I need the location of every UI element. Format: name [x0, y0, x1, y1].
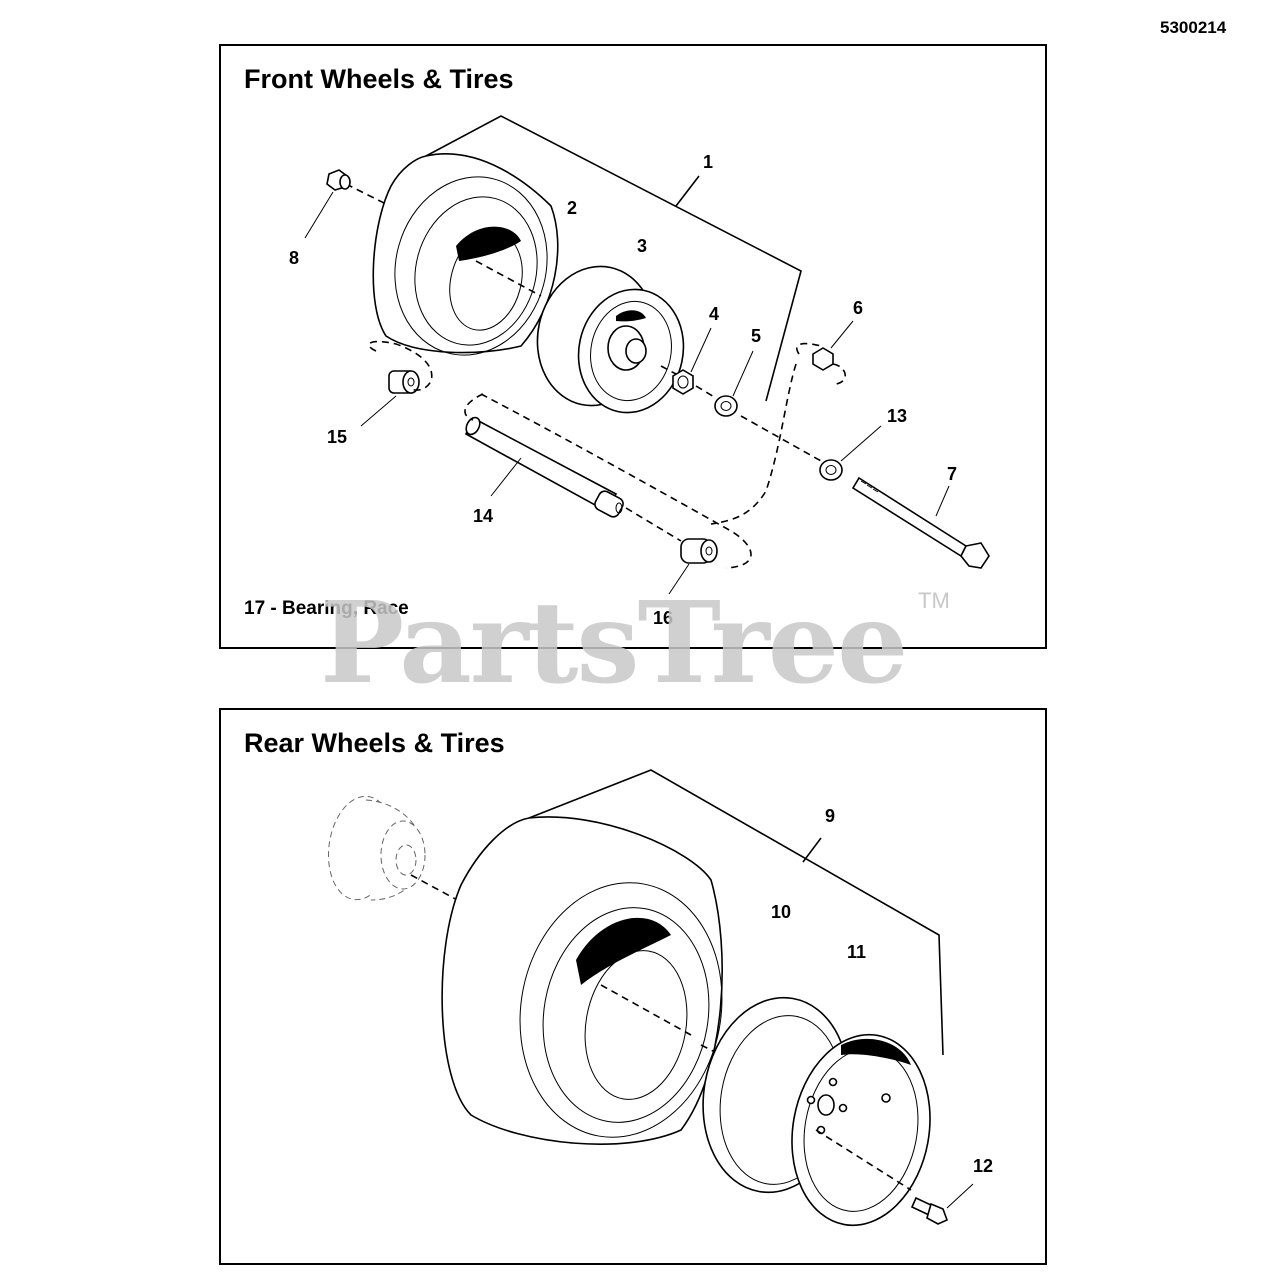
front-tire — [372, 153, 559, 356]
front-wheels-panel: Front Wheels & Tires — [219, 44, 1047, 649]
rear-panel-title: Rear Wheels & Tires — [244, 728, 505, 758]
callout-2: 2 — [567, 198, 577, 218]
front-rim — [536, 265, 685, 414]
callout-10: 10 — [771, 902, 791, 922]
bearing-race-note: 17 - Bearing, Race — [244, 598, 409, 619]
callout-1: 1 — [703, 152, 713, 172]
callout-4: 4 — [709, 304, 719, 324]
rear-wheels-panel: Rear Wheels & Tires — [219, 708, 1047, 1265]
callout-14: 14 — [473, 506, 493, 526]
callout-8: 8 — [289, 248, 299, 268]
front-bearing-15 — [388, 370, 420, 394]
callout-16: 16 — [653, 608, 673, 628]
front-washer-13 — [819, 459, 843, 481]
rear-wheel-diagram: 9 10 11 12 — [327, 769, 993, 1227]
callout-5: 5 — [751, 326, 761, 346]
callout-6: 6 — [853, 298, 863, 318]
front-wheel-diagram: 1 2 3 4 5 6 7 8 13 14 15 16 — [289, 115, 990, 628]
callout-13: 13 — [887, 406, 907, 426]
diagram-id: 5300214 — [1160, 18, 1227, 37]
rear-hub-reference — [327, 795, 426, 901]
front-bearing-16 — [680, 538, 718, 564]
front-nut-4 — [672, 369, 694, 395]
callout-3: 3 — [637, 236, 647, 256]
front-bolt-7 — [851, 476, 990, 569]
rear-assembly-bracket — [528, 769, 944, 1056]
front-spacer-14 — [464, 416, 624, 518]
rear-rim — [702, 996, 931, 1227]
callout-7: 7 — [947, 464, 957, 484]
callout-15: 15 — [327, 427, 347, 447]
rear-tire — [441, 816, 723, 1145]
front-washer-5 — [714, 395, 738, 417]
assembly-bracket — [425, 115, 802, 402]
callout-12: 12 — [973, 1156, 993, 1176]
callout-11: 11 — [847, 942, 866, 962]
front-nut-8 — [326, 169, 351, 191]
front-panel-title: Front Wheels & Tires — [244, 64, 514, 94]
front-fitting-6 — [812, 347, 834, 371]
callout-9: 9 — [825, 806, 835, 826]
rear-bolt-12 — [910, 1196, 949, 1225]
